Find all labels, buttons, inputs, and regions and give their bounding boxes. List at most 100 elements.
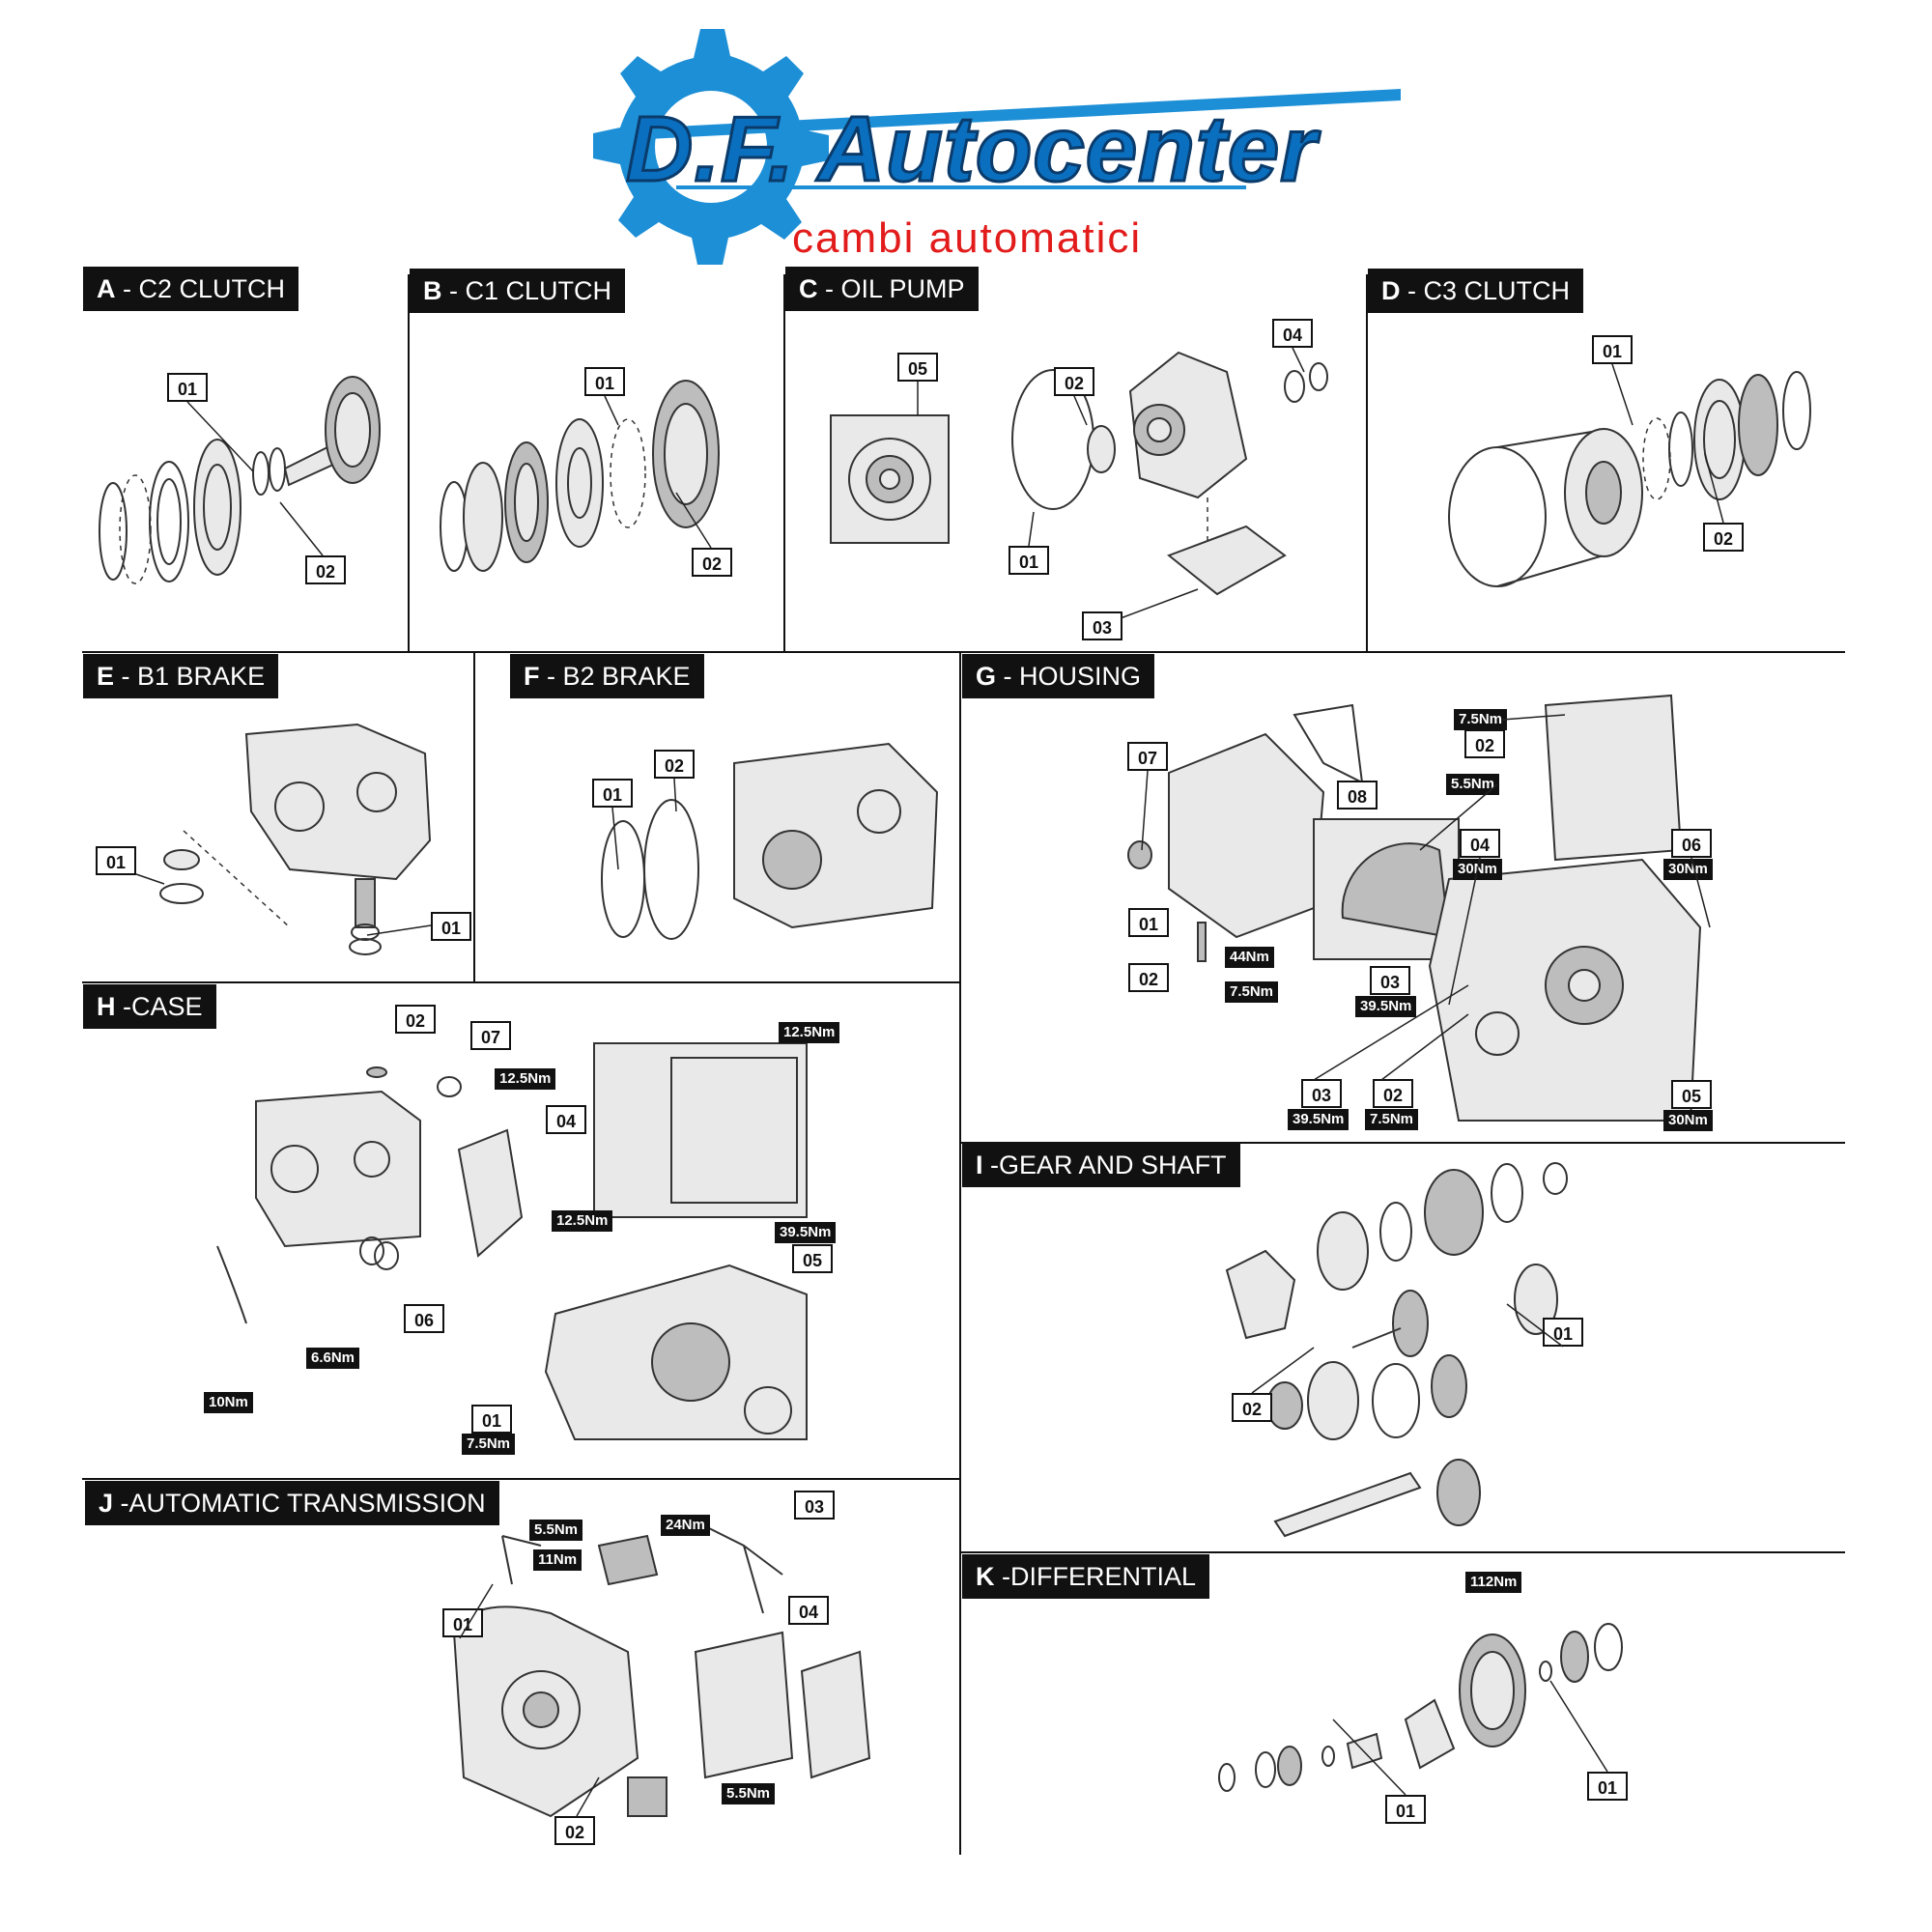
- divider: [473, 651, 475, 983]
- divider: [959, 1142, 1845, 1144]
- torque-label: 12.5Nm: [552, 1210, 613, 1232]
- torque-label: 30Nm: [1663, 1110, 1713, 1131]
- part-label: 01: [1128, 908, 1169, 937]
- torque-label: 10Nm: [204, 1392, 253, 1413]
- oil-pump-exploded-drawing: [1011, 351, 1328, 596]
- section-title: B1 BRAKE: [137, 662, 266, 691]
- torque-label: 112Nm: [1465, 1572, 1522, 1593]
- part-label: 02: [395, 1005, 436, 1034]
- section-header-i: I -GEAR AND SHAFT: [962, 1143, 1240, 1187]
- section-letter: H: [97, 992, 116, 1021]
- divider: [82, 651, 1845, 653]
- section-letter: I: [976, 1151, 983, 1179]
- section-title: CASE: [131, 992, 203, 1021]
- section-header-k: K -DIFFERENTIAL: [962, 1554, 1210, 1599]
- torque-label: 30Nm: [1663, 859, 1713, 880]
- part-label: 02: [554, 1816, 595, 1845]
- torque-label: 6.6Nm: [306, 1348, 360, 1369]
- torque-label: 39.5Nm: [1288, 1109, 1350, 1130]
- part-label: 03: [794, 1491, 835, 1520]
- part-label: 02: [1464, 729, 1505, 758]
- part-label: 01: [471, 1405, 512, 1434]
- divider: [1366, 274, 1368, 651]
- part-label: 04: [546, 1105, 586, 1134]
- b2-brake-drawing: [601, 742, 939, 940]
- section-title: C3 CLUTCH: [1423, 276, 1571, 305]
- b1-brake-drawing: [159, 723, 432, 955]
- part-label: 08: [1337, 781, 1378, 810]
- section-letter: E: [97, 662, 115, 691]
- brand-tagline: cambi automatici: [792, 214, 1143, 262]
- part-label: 01: [1587, 1772, 1628, 1801]
- part-label: 01: [96, 846, 136, 875]
- section-header-h: H -CASE: [83, 984, 216, 1029]
- torque-label: 39.5Nm: [775, 1222, 837, 1243]
- part-label: 02: [1703, 523, 1744, 552]
- c3-clutch-exploded-drawing: [1448, 371, 1811, 587]
- section-header-e: E - B1 BRAKE: [83, 654, 279, 698]
- section-header-f: F - B2 BRAKE: [510, 654, 704, 698]
- part-label: 01: [167, 373, 208, 402]
- section-letter: K: [976, 1562, 995, 1591]
- section-letter: D: [1381, 276, 1401, 305]
- part-label: 04: [1272, 319, 1313, 348]
- section-header-b: B - C1 CLUTCH: [410, 269, 626, 313]
- part-label: 04: [1460, 829, 1500, 858]
- part-label: 05: [897, 353, 938, 382]
- section-title: GEAR AND SHAFT: [999, 1151, 1227, 1179]
- section-letter: C: [799, 274, 818, 303]
- section-letter: J: [99, 1489, 114, 1518]
- torque-label: 12.5Nm: [779, 1022, 840, 1043]
- divider: [959, 651, 961, 1855]
- torque-label: 11Nm: [533, 1549, 582, 1571]
- part-label: 03: [1082, 611, 1122, 640]
- torque-label: 7.5Nm: [462, 1434, 516, 1455]
- torque-label: 12.5Nm: [495, 1068, 556, 1090]
- part-label: 03: [1301, 1079, 1342, 1108]
- part-label: 06: [404, 1304, 444, 1333]
- c1-clutch-exploded-drawing: [440, 380, 720, 572]
- section-title: DIFFERENTIAL: [1010, 1562, 1197, 1591]
- divider: [408, 274, 410, 651]
- part-label: 06: [1671, 829, 1712, 858]
- section-letter: B: [423, 276, 442, 305]
- section-title: HOUSING: [1019, 662, 1142, 691]
- divider: [959, 1551, 1845, 1553]
- part-label: 07: [470, 1021, 511, 1050]
- part-label: 05: [792, 1244, 833, 1273]
- torque-label: 30Nm: [1453, 859, 1502, 880]
- part-label: 02: [1128, 963, 1169, 992]
- part-label: 05: [1671, 1080, 1712, 1109]
- section-header-j: J -AUTOMATIC TRANSMISSION: [85, 1481, 499, 1525]
- torque-label: 44Nm: [1225, 947, 1274, 968]
- torque-label: 7.5Nm: [1365, 1109, 1419, 1130]
- part-label: 04: [788, 1596, 829, 1625]
- torque-label: 5.5Nm: [529, 1520, 583, 1541]
- section-header-a: A - C2 CLUTCH: [83, 267, 299, 311]
- c2-clutch-exploded-drawing: [99, 376, 381, 584]
- torque-label: 7.5Nm: [1225, 981, 1279, 1003]
- section-letter: A: [97, 274, 116, 303]
- section-title: C2 CLUTCH: [138, 274, 286, 303]
- section-header-g: G - HOUSING: [962, 654, 1155, 698]
- part-label: 02: [1373, 1079, 1413, 1108]
- part-label: 02: [654, 750, 695, 779]
- divider: [82, 1478, 961, 1480]
- part-label: 02: [1054, 367, 1094, 396]
- automatic-transmission-exploded-drawing: [452, 1525, 871, 1818]
- torque-label: 7.5Nm: [1454, 709, 1508, 730]
- section-letter: F: [524, 662, 540, 691]
- section-title: C1 CLUTCH: [465, 276, 612, 305]
- section-title: OIL PUMP: [840, 274, 965, 303]
- part-label: 01: [1385, 1795, 1426, 1824]
- oil-pump-installed-photo-drawing: [830, 414, 950, 544]
- part-label: 01: [1543, 1318, 1583, 1347]
- case-exploded-drawing: [216, 1042, 808, 1440]
- part-label: 01: [592, 779, 633, 808]
- torque-label: 5.5Nm: [1446, 774, 1500, 795]
- part-label: 01: [584, 367, 625, 396]
- section-header-c: C - OIL PUMP: [785, 267, 979, 311]
- part-label: 01: [442, 1608, 483, 1637]
- part-label: 01: [1592, 335, 1633, 364]
- divider: [783, 274, 785, 651]
